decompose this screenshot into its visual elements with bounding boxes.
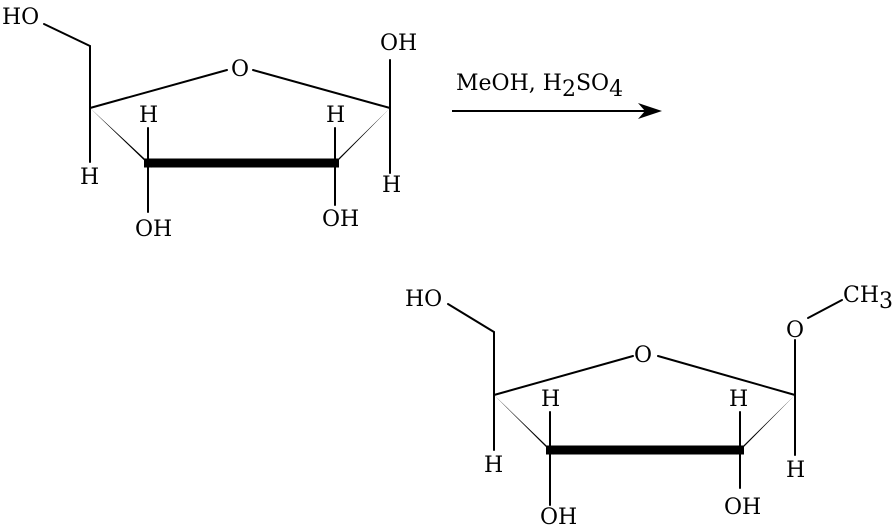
product-methyl-ch: CH: [843, 283, 879, 308]
product-bond-o-ch3: [808, 300, 842, 318]
reactant-c2-oh-label: OH: [322, 207, 359, 232]
reagent-sub-2: 4: [609, 77, 623, 102]
product-bond-o-c1: [658, 356, 795, 395]
reactant-c1-h-label: H: [382, 173, 401, 198]
product-c2-oh-label: OH: [724, 495, 761, 520]
reactant-bond-o-c1: [253, 70, 390, 108]
product-ch2oh-label: HO: [405, 287, 442, 312]
product-c3-h-label: H: [541, 387, 560, 412]
reactant-c3-h-label: H: [139, 103, 158, 128]
product-o-methyl-label: O: [786, 318, 804, 343]
reactant-bond-c4-o: [90, 70, 227, 108]
product-c2-h-label: H: [729, 387, 748, 412]
product-c3-oh-label: OH: [540, 505, 577, 527]
reagent-prefix: MeOH, H: [456, 71, 562, 96]
reactant-c4-h-label: H: [80, 165, 99, 190]
product-methyl-label: CH3: [843, 283, 893, 314]
reactant-ch2oh-label: HO: [2, 5, 39, 30]
reagent-sub-1: 2: [562, 77, 576, 102]
reactant-c3-oh-label: OH: [135, 217, 172, 242]
product-c1-h-label: H: [786, 458, 805, 483]
product-methyl-sub: 3: [879, 289, 893, 314]
product-c4-h-label: H: [484, 453, 503, 478]
reactant-c1-oh-label: OH: [380, 31, 417, 56]
product-ring-o-label: O: [634, 343, 652, 368]
reagent-label: MeOH, H2SO4: [456, 71, 623, 102]
reactant-ring-o-label: O: [231, 57, 249, 82]
product-bond-ho-ch2: [448, 304, 494, 332]
reaction-arrow: MeOH, H2SO4: [452, 71, 662, 119]
reactant-bond-ho-ch2: [44, 24, 90, 46]
reactant-molecule: HO O OH H H OH H OH H: [2, 5, 417, 242]
product-bond-c4-o: [494, 356, 633, 395]
product-molecule: HO O O CH3 H H OH H OH H: [405, 283, 893, 527]
reactant-c2-h-label: H: [326, 103, 345, 128]
reagent-mid: SO: [576, 71, 609, 96]
